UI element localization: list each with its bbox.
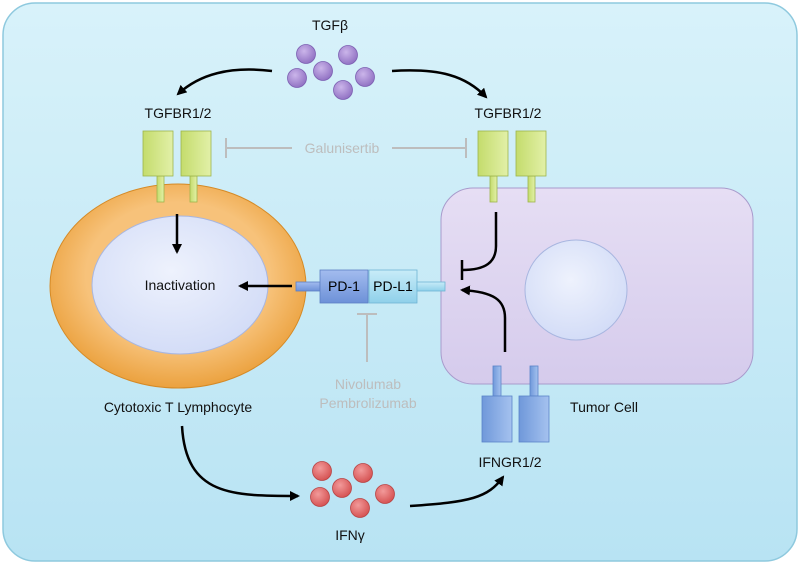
tgfbr-right-receptor — [477, 130, 547, 203]
t-cell-label: Cytotoxic T Lymphocyte — [104, 399, 253, 415]
tumor-cell — [440, 187, 754, 385]
t-cell — [49, 183, 307, 389]
tgfbr-left-stalk-2 — [189, 175, 198, 203]
tgfb-molecule — [355, 67, 375, 87]
tgfbr-right-stalk-2 — [527, 175, 536, 203]
tumor-cell-nucleus — [524, 239, 628, 341]
ifngr-subunit-1 — [481, 395, 513, 443]
tgfbr-right-subunit-2 — [515, 130, 547, 177]
pd1-receptor: PD-1 — [295, 269, 369, 304]
pdl1-stalk — [416, 281, 446, 292]
tgfbr-right-label: TGFBR1/2 — [475, 105, 542, 121]
ifng-molecule — [332, 478, 352, 498]
tgfbr-right-subunit-1 — [477, 130, 509, 177]
ifng-molecule — [310, 487, 330, 507]
tgfb-molecule — [313, 61, 333, 81]
anti-pd1-inhibitor: Nivolumab Pembrolizumab — [319, 313, 417, 411]
tgfb-molecule — [338, 45, 358, 65]
tumor-cell-label: Tumor Cell — [570, 399, 638, 415]
ifng-ligand-cluster — [310, 461, 395, 518]
pd1-domain — [319, 269, 369, 304]
inactivation-label: Inactivation — [145, 277, 216, 293]
pd1-label: PD-1 — [328, 278, 360, 294]
galunisertib-label: Galunisertib — [305, 140, 380, 156]
tgfb-label: TGFβ — [312, 17, 348, 33]
tgfb-to-right-receptor-arrow — [391, 69, 488, 99]
ifng-to-ifngr-arrow — [409, 475, 505, 508]
pdl1-ligand: PD-L1 — [368, 269, 446, 304]
tgfb-molecule — [287, 68, 307, 88]
ifng-molecule — [353, 463, 373, 483]
ifngr-label: IFNGR1/2 — [478, 454, 541, 470]
tgfbr-right-stalk-1 — [489, 175, 498, 203]
tgfbr-left-label: TGFBR1/2 — [145, 105, 212, 121]
pd1-stalk — [295, 281, 321, 292]
ifngr-subunit-2 — [518, 395, 550, 443]
ifngr-stalk-1 — [492, 365, 502, 397]
ifng-molecule — [350, 498, 370, 518]
ifngr-to-pdl1-arrow — [460, 285, 507, 352]
pembrolizumab-label: Pembrolizumab — [319, 395, 416, 411]
tgfb-molecule — [333, 80, 353, 100]
ifng-molecule — [312, 461, 332, 481]
ifng-label: IFNγ — [335, 527, 365, 543]
tgfbr-left-stalk-1 — [156, 175, 165, 203]
tgfbr-left-subunit-1 — [142, 130, 174, 177]
tgfb-molecule — [296, 44, 316, 64]
galunisertib-inhibitor: Galunisertib — [225, 138, 467, 158]
ifng-molecule — [375, 484, 395, 504]
tgfbr-right-inhibition-path — [461, 212, 498, 272]
nivolumab-label: Nivolumab — [335, 376, 401, 392]
ifngr-stalk-2 — [529, 365, 539, 397]
pdl1-domain — [368, 269, 418, 304]
ifngr-receptor — [481, 365, 550, 443]
tgfb-to-left-receptor-arrow — [176, 68, 273, 96]
tgfbr-left-receptor — [142, 130, 212, 203]
tgfb-ligand-cluster — [287, 44, 375, 100]
tgfbr-left-subunit-2 — [180, 130, 212, 177]
pdl1-label: PD-L1 — [373, 278, 413, 294]
t-cell-to-ifng-arrow — [180, 425, 300, 501]
